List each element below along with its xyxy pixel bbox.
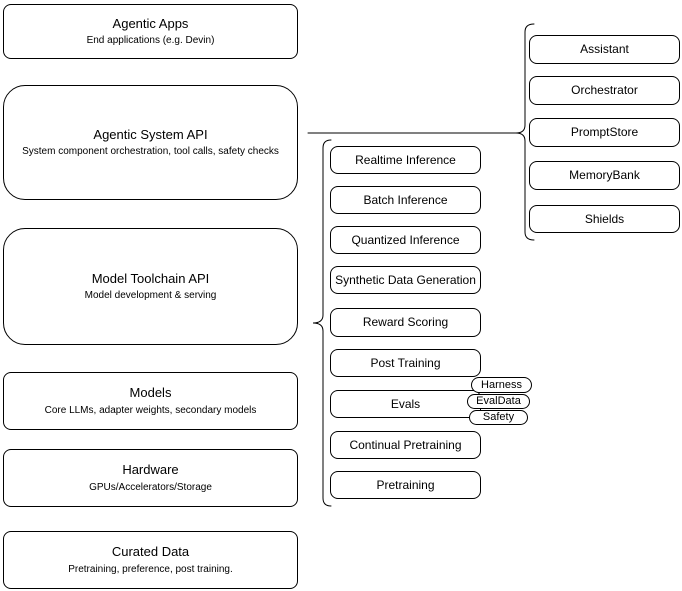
node-label: Pretraining xyxy=(376,477,435,492)
node-agentic-apps: Agentic Apps End applications (e.g. Devi… xyxy=(3,4,298,59)
node-title: Model Toolchain API xyxy=(91,270,210,286)
node-title: Curated Data xyxy=(111,544,190,560)
node-title: Models xyxy=(129,385,172,401)
node-subtitle: Pretraining, preference, post training. xyxy=(68,563,233,575)
node-evals: Evals xyxy=(330,390,481,418)
tag-label: Safety xyxy=(482,411,515,423)
node-model-toolchain-api: Model Toolchain API Model development & … xyxy=(3,228,298,345)
node-subtitle: System component orchestration, tool cal… xyxy=(22,146,279,158)
node-title: Hardware xyxy=(122,462,179,478)
node-label: Evals xyxy=(390,396,421,411)
node-label: PromptStore xyxy=(570,125,639,140)
node-realtime-inference: Realtime Inference xyxy=(330,146,481,174)
node-subtitle: End applications (e.g. Devin) xyxy=(86,35,215,47)
node-pretraining: Pretraining xyxy=(330,471,481,499)
node-batch-inference: Batch Inference xyxy=(330,186,481,214)
node-assistant: Assistant xyxy=(529,35,680,64)
node-subtitle: Core LLMs, adapter weights, secondary mo… xyxy=(44,404,257,416)
tag-label: EvalData xyxy=(476,395,521,407)
node-label: Shields xyxy=(584,211,625,226)
node-reward-scoring: Reward Scoring xyxy=(330,308,481,337)
node-title: Agentic Apps xyxy=(112,15,189,31)
node-promptstore: PromptStore xyxy=(529,118,680,147)
node-memorybank: MemoryBank xyxy=(529,161,680,190)
node-shields: Shields xyxy=(529,205,680,233)
node-label: Orchestrator xyxy=(571,83,638,98)
node-label: Synthetic Data Generation xyxy=(335,272,476,287)
node-synthetic-data-generation: Synthetic Data Generation xyxy=(330,266,481,294)
toolchain-brace xyxy=(312,139,332,507)
node-orchestrator: Orchestrator xyxy=(529,76,680,105)
tag-label: Harness xyxy=(481,378,522,391)
tag-safety: Safety xyxy=(469,410,528,425)
node-label: MemoryBank xyxy=(569,168,640,183)
node-title: Agentic System API xyxy=(93,126,208,142)
node-label: Post Training xyxy=(370,355,441,370)
node-subtitle: GPUs/Accelerators/Storage xyxy=(89,481,212,493)
tag-evaldata: EvalData xyxy=(467,394,530,409)
node-label: Assistant xyxy=(580,42,629,57)
node-continual-pretraining: Continual Pretraining xyxy=(330,431,481,459)
node-agentic-system-api: Agentic System API System component orch… xyxy=(3,85,298,200)
tag-harness: Harness xyxy=(471,377,532,393)
node-label: Batch Inference xyxy=(363,192,448,207)
node-models: Models Core LLMs, adapter weights, secon… xyxy=(3,372,298,430)
node-label: Continual Pretraining xyxy=(349,437,462,452)
node-curated-data: Curated Data Pretraining, preference, po… xyxy=(3,531,298,589)
node-label: Quantized Inference xyxy=(351,232,460,247)
node-hardware: Hardware GPUs/Accelerators/Storage xyxy=(3,449,298,507)
node-label: Realtime Inference xyxy=(355,152,456,167)
node-post-training: Post Training xyxy=(330,349,481,377)
node-subtitle: Model development & serving xyxy=(84,290,217,302)
node-label: Reward Scoring xyxy=(362,315,449,330)
node-quantized-inference: Quantized Inference xyxy=(330,226,481,254)
